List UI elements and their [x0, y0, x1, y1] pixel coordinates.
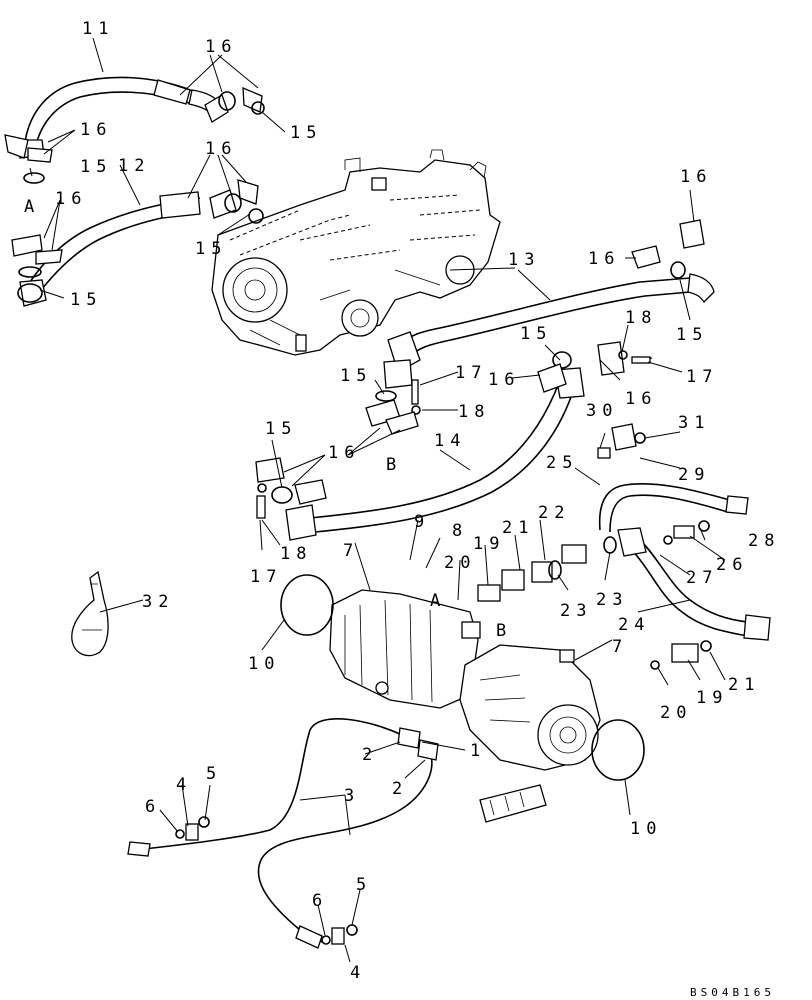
- callout-19: 19: [473, 534, 505, 554]
- callout-16: 16: [205, 37, 237, 57]
- callout-1: 1: [470, 741, 486, 761]
- hose-14: [285, 351, 585, 541]
- hose-12: [17, 191, 201, 307]
- callout-4: 4: [350, 963, 366, 983]
- callout-12: 12: [118, 156, 150, 176]
- callout-18: 18: [625, 308, 657, 328]
- hose-25: [598, 483, 749, 533]
- callout-22: 22: [538, 503, 570, 523]
- callout-16: 16: [588, 249, 620, 269]
- callout-8: 8: [452, 521, 468, 541]
- hose-11: [19, 76, 221, 159]
- callout-16: 16: [205, 139, 237, 159]
- o-ring-10: [280, 574, 645, 781]
- motor-left: [329, 589, 481, 709]
- hose-13: [383, 273, 715, 389]
- motor-right: [459, 644, 601, 771]
- callout-17: 17: [686, 367, 718, 387]
- callout-16: 16: [55, 189, 87, 209]
- drawing-code: BS04B165: [690, 986, 775, 999]
- callout-23: 23: [560, 601, 592, 621]
- callout-18: 18: [280, 544, 312, 564]
- callout-15: 15: [290, 123, 322, 143]
- callout-30: 30: [586, 401, 618, 421]
- callout-labels: 11 16 15 16 15 A 16 12 16 15 15 16 13 16…: [24, 19, 780, 983]
- callout-2: 2: [392, 779, 408, 799]
- callout-13: 13: [508, 250, 540, 270]
- callout-26: 26: [716, 555, 748, 575]
- callout-6: 6: [312, 891, 328, 911]
- callout-17: 17: [250, 567, 282, 587]
- callout-23: 23: [596, 590, 628, 610]
- callout-10: 10: [248, 654, 280, 674]
- callout-18: 18: [458, 402, 490, 422]
- callout-6: 6: [145, 797, 161, 817]
- callout-11: 11: [82, 19, 114, 39]
- flange-clamp-group-mid-left: [11, 179, 264, 278]
- callout-29: 29: [678, 465, 710, 485]
- callout-31: 31: [678, 413, 710, 433]
- callout-15: 15: [265, 419, 297, 439]
- callout-21: 21: [728, 675, 760, 695]
- callout-20: 20: [444, 553, 476, 573]
- callout-10: 10: [630, 819, 662, 839]
- callout-16: 16: [625, 389, 657, 409]
- callout-2: 2: [362, 745, 378, 765]
- callout-a: A: [24, 197, 40, 217]
- brackets: [71, 423, 646, 657]
- callout-5: 5: [356, 875, 372, 895]
- leader-lines: [29, 37, 726, 963]
- callout-20: 20: [660, 703, 692, 723]
- callout-21: 21: [502, 518, 534, 538]
- callout-28: 28: [748, 531, 780, 551]
- flange-clamp-group-top: [4, 86, 265, 184]
- callout-b: B: [386, 455, 402, 475]
- callout-19: 19: [696, 688, 728, 708]
- callout-15: 15: [80, 157, 112, 177]
- callout-15: 15: [70, 290, 102, 310]
- callout-15: 15: [195, 239, 227, 259]
- tandem-pump-assembly: [211, 149, 501, 356]
- flange-clamp-group-right: [365, 219, 705, 435]
- callout-15: 15: [340, 366, 372, 386]
- callout-5: 5: [206, 764, 222, 784]
- callout-15: 15: [520, 324, 552, 344]
- callout-b: B: [496, 621, 512, 641]
- callout-9: 9: [414, 512, 430, 532]
- callout-15: 15: [676, 325, 708, 345]
- callout-17: 17: [455, 363, 487, 383]
- callout-16: 16: [680, 167, 712, 187]
- hose-24: [617, 527, 771, 641]
- fitting-group-lower: [175, 816, 358, 945]
- callout-16: 16: [488, 370, 520, 390]
- callout-24: 24: [618, 615, 650, 635]
- callout-a: A: [430, 591, 446, 611]
- callout-3: 3: [344, 786, 360, 806]
- hose-3: [127, 718, 547, 949]
- callout-4: 4: [176, 775, 192, 795]
- callout-16: 16: [328, 443, 360, 463]
- callout-7: 7: [612, 637, 628, 657]
- callout-7: 7: [343, 541, 359, 561]
- callout-25: 25: [546, 453, 578, 473]
- callout-14: 14: [434, 431, 466, 451]
- callout-16: 16: [80, 120, 112, 140]
- fitting-group-right: [477, 520, 712, 670]
- callout-27: 27: [686, 568, 718, 588]
- callout-32: 32: [142, 592, 174, 612]
